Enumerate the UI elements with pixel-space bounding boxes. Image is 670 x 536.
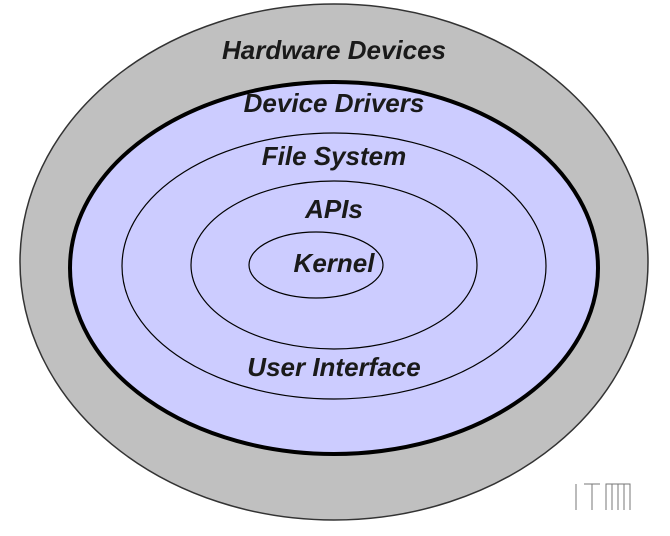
hardware-devices-label: Hardware Devices <box>221 35 447 65</box>
user-interface-label: User Interface <box>247 352 421 382</box>
itm-logo <box>574 482 632 510</box>
apis-label: APIs <box>305 194 363 224</box>
file-system-ring <box>121 132 547 400</box>
apis-ring <box>190 180 478 350</box>
device-drivers-label: Device Drivers <box>243 88 425 118</box>
file-system-label: File System <box>261 141 407 171</box>
kernel-label: Kernel <box>293 248 375 278</box>
device-drivers-ring <box>68 80 600 456</box>
kernel-ring <box>248 231 384 299</box>
